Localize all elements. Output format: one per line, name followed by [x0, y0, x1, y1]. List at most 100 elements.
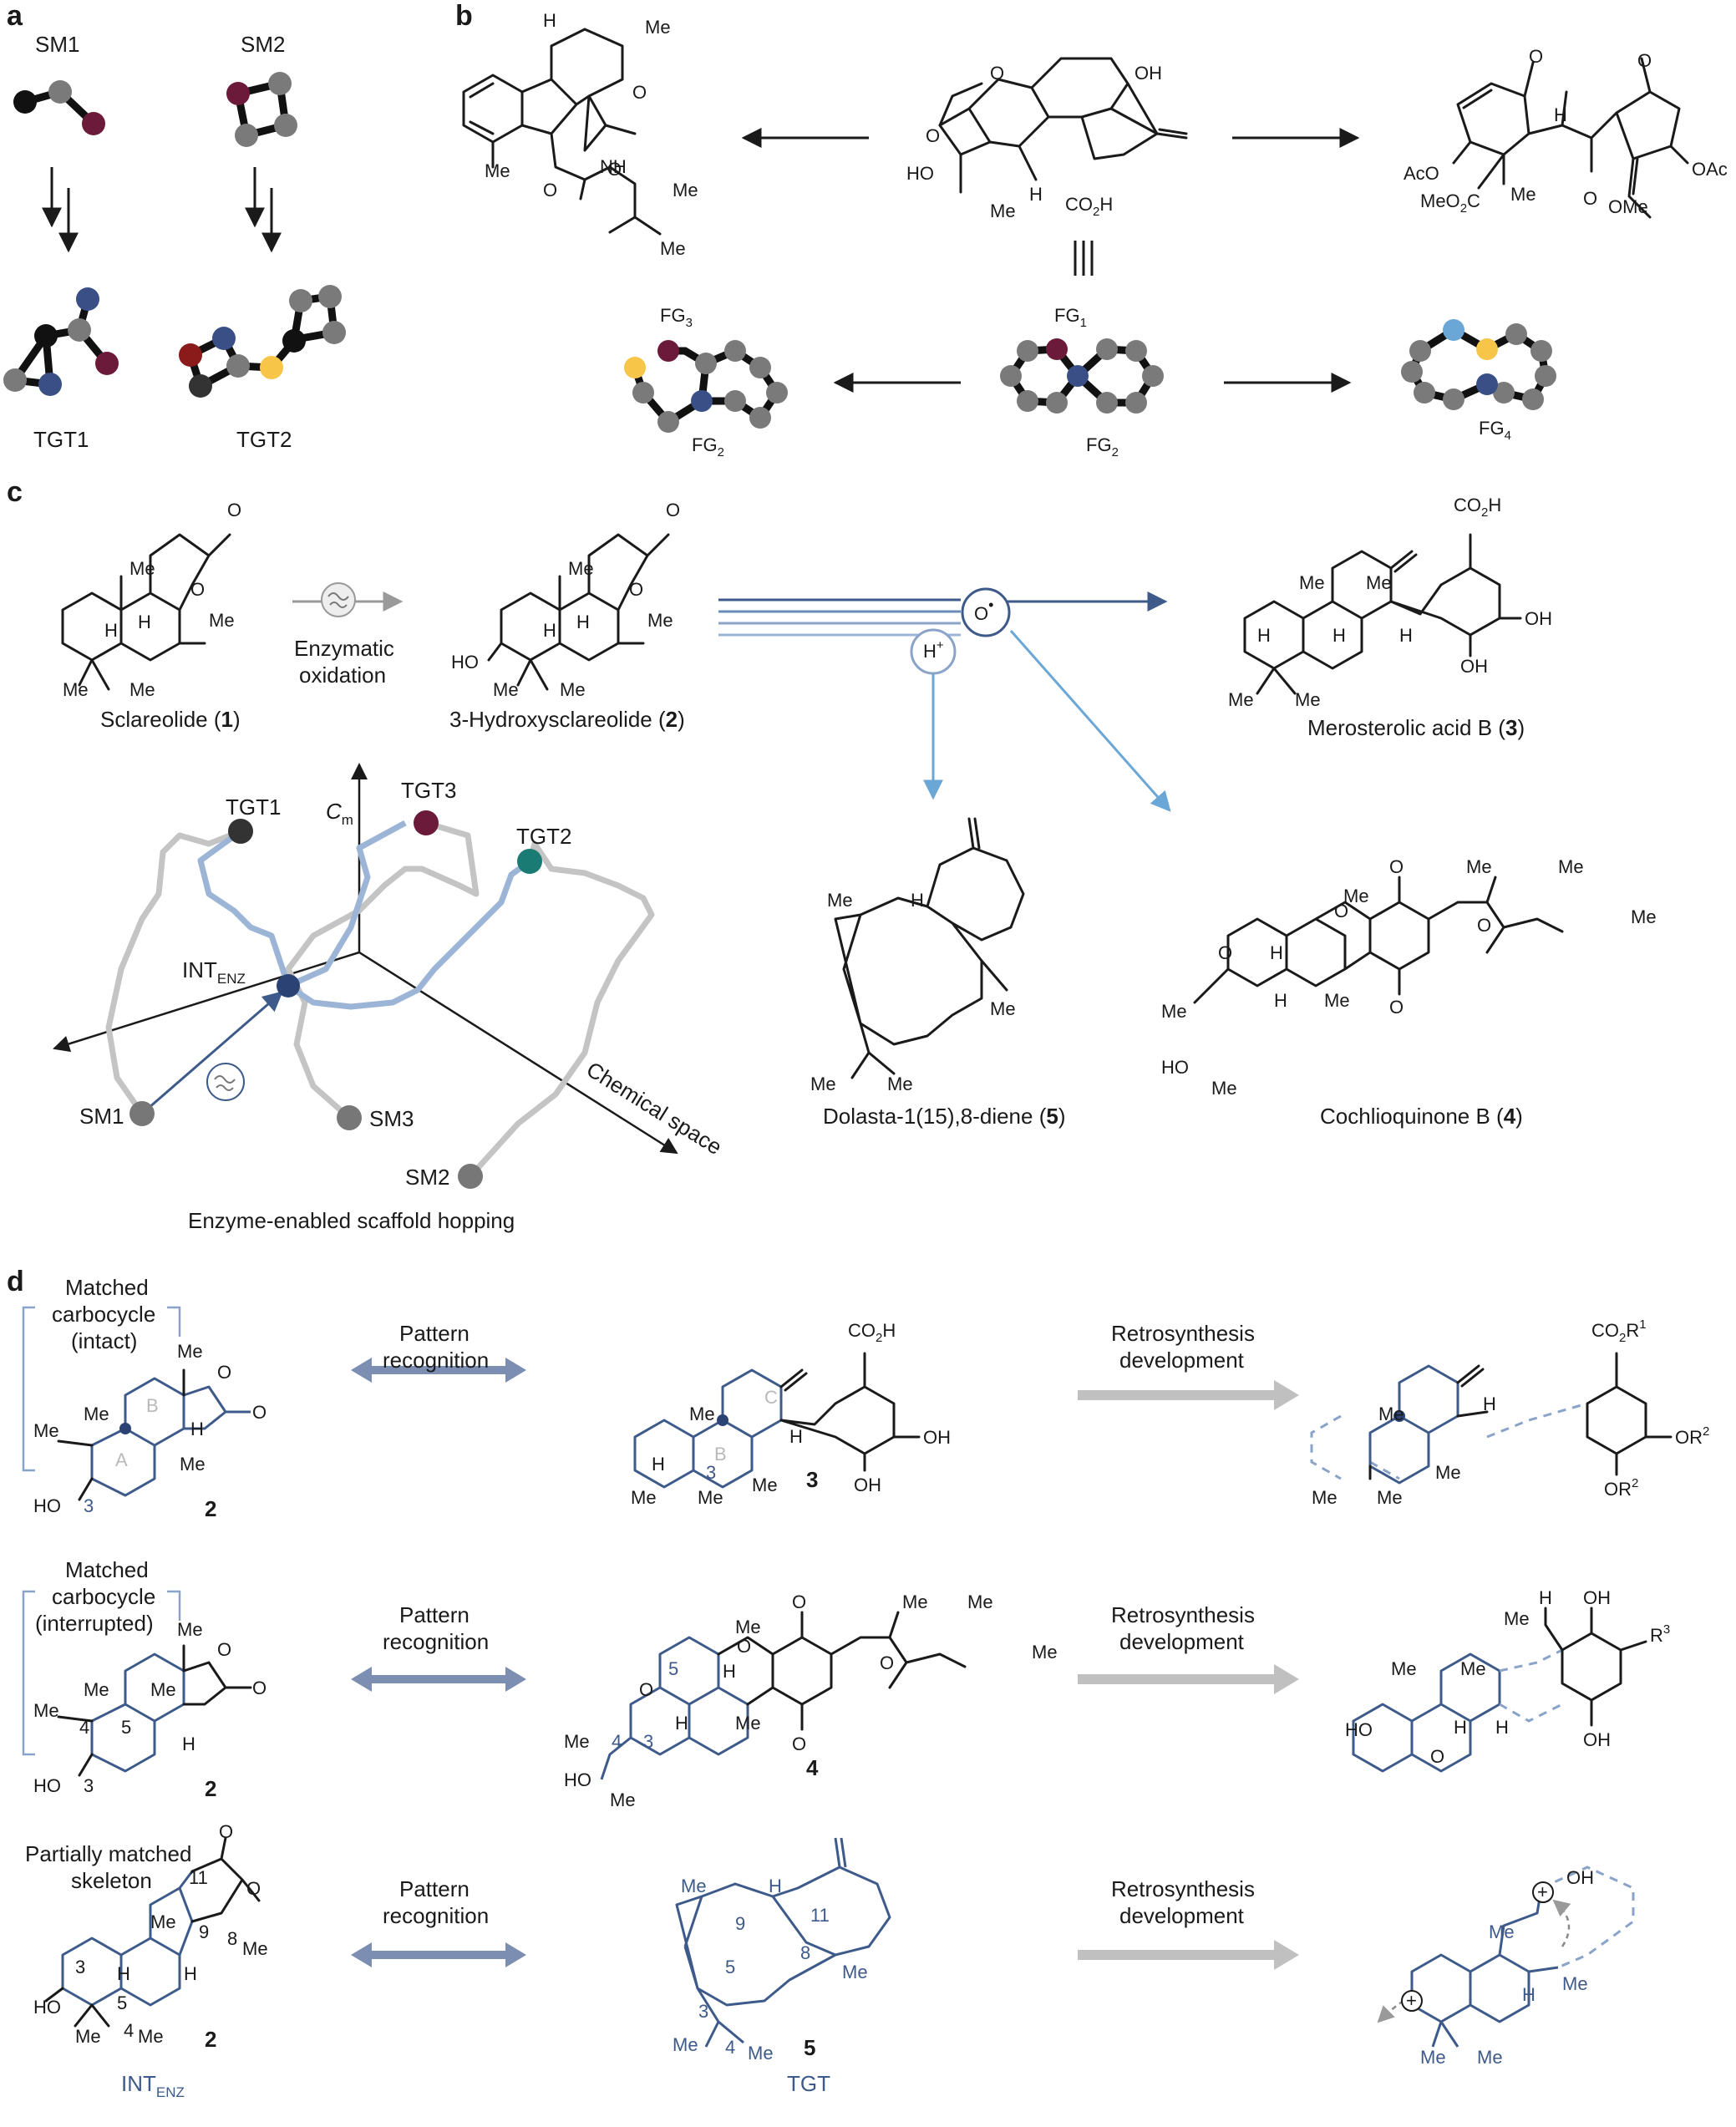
row1-cmpd-mid: 3 — [806, 1467, 818, 1492]
atom-h: H — [1483, 1393, 1496, 1414]
atom-me: Me — [138, 2026, 164, 2047]
atom-h: H — [1270, 942, 1283, 963]
merosterolic-label: Merosterolic acid B (3) — [1307, 715, 1525, 740]
atom-me: Me — [63, 679, 89, 700]
atom-me: Me — [748, 2043, 774, 2064]
atom-me: Me — [1435, 1462, 1461, 1483]
atom-me: Me — [560, 679, 586, 700]
atom-h: H — [1274, 990, 1287, 1011]
oxidation-label: oxidation — [299, 662, 386, 688]
panel-c: c O O Me Me H H Me Me Sclareolide (1) En… — [7, 476, 1657, 1233]
sm2-node-label: SM2 — [405, 1165, 449, 1190]
pattern-label: Pattern — [399, 1602, 470, 1627]
atom-h: H — [652, 1454, 665, 1475]
atom-o: O — [737, 1636, 751, 1657]
sm1-node-label: SM1 — [79, 1104, 124, 1129]
row1-note: carbocycle — [52, 1302, 155, 1327]
cochlioquinone-label: Cochlioquinone B (4) — [1320, 1104, 1523, 1129]
panel-label-a: a — [7, 0, 23, 32]
tgt2-atom — [289, 289, 312, 312]
panel-label-c: c — [7, 476, 23, 508]
atom-me: Me — [33, 1420, 59, 1441]
panel-label-b: b — [455, 0, 473, 32]
sm2-atom — [268, 72, 292, 95]
hydroxysclareolide-label: 3-Hydroxysclareolide (2) — [449, 707, 685, 732]
atom-me: Me — [177, 1619, 203, 1640]
atom-h: H — [1454, 1717, 1467, 1738]
atom-nh: NH — [600, 156, 627, 177]
sm2-atom — [274, 114, 297, 137]
atom-h: H — [723, 1661, 736, 1682]
atom-co2r: CO2R1 — [1591, 1317, 1647, 1345]
atom-h: H — [1539, 1587, 1552, 1608]
equivalence-symbol — [1074, 241, 1094, 276]
atom-o: O — [543, 180, 557, 201]
structure-merosterolic-acid: CO2H OH OH Me Me H H H Me Me — [1228, 495, 1552, 710]
atom-ho: HO — [564, 1769, 591, 1790]
atom-o: O — [1334, 901, 1348, 921]
atom-me: Me — [673, 2034, 698, 2055]
atom-me: Me — [660, 238, 686, 259]
atom-o: O — [227, 500, 241, 520]
path-sm3-tgt3 — [285, 820, 480, 1120]
atom-o: O — [629, 579, 643, 600]
atom-h: H — [911, 890, 924, 911]
tgt1-atom — [95, 352, 119, 375]
tgt2-atom — [179, 343, 202, 367]
atom-me: Me — [129, 679, 155, 700]
row2-cmpd-mid: 4 — [806, 1755, 819, 1780]
atom-me: Me — [177, 1341, 203, 1362]
atom-me: Me — [1460, 1658, 1486, 1679]
pattern-label: Pattern — [399, 1876, 470, 1901]
atom-o: O — [607, 159, 622, 180]
row3-cmpd-mid: 5 — [804, 2035, 815, 2060]
atom-me: Me — [1343, 886, 1369, 906]
atom-ho: HO — [906, 163, 934, 184]
chemical-space-label: Chemical space — [582, 1057, 727, 1160]
sm3-node-label: SM3 — [369, 1106, 414, 1131]
fg2-label-left: FG2 — [692, 434, 724, 459]
skeleton-b-center: FG1 FG2 — [1000, 305, 1164, 459]
atom-h: H — [1522, 1984, 1535, 2005]
atom-oh: OH — [854, 1475, 881, 1495]
atom-or2: OR2 — [1675, 1424, 1709, 1448]
int-enz-label: INTENZ — [121, 2071, 185, 2100]
atom-me: Me — [1378, 1404, 1404, 1424]
locant-5: 5 — [725, 1957, 735, 1977]
tgt3-node — [414, 810, 439, 835]
atom-me: Me — [564, 1731, 590, 1752]
locant-11: 11 — [810, 1905, 830, 1926]
path-sm1-tgt1 — [105, 828, 242, 1116]
path-int-tgt3 — [287, 820, 407, 989]
atom-o: O — [1218, 942, 1232, 963]
structure-sclareolide: O O Me Me H H Me Me — [61, 500, 241, 700]
retro-label: development — [1119, 1903, 1245, 1928]
ring-b-label: B — [714, 1444, 727, 1465]
atom-or2: OR2 — [1604, 1476, 1638, 1500]
atom-co2h: CO2H — [1065, 194, 1113, 219]
sm1-molecule — [13, 80, 105, 135]
row3-note: skeleton — [71, 1868, 152, 1893]
proton-bubble — [910, 628, 957, 675]
atom-h: H — [1029, 184, 1043, 205]
enzymatic-label: Enzymatic — [294, 636, 394, 661]
locant-3: 3 — [84, 1775, 94, 1796]
atom-h: H — [675, 1713, 688, 1734]
fg3-label: FG3 — [660, 305, 693, 330]
int-enz-node — [277, 974, 300, 998]
locant-5: 5 — [668, 1658, 678, 1679]
atom-h: H — [184, 1963, 197, 1984]
atom-me: Me — [827, 890, 853, 911]
atom-o: O — [632, 82, 647, 103]
atom-ho: HO — [451, 652, 479, 673]
sm2-atom — [226, 82, 250, 105]
atom-h: H — [543, 620, 556, 641]
atom-o: O — [1477, 915, 1491, 936]
atom-me: Me — [681, 1876, 707, 1896]
atom-me: Me — [1312, 1487, 1338, 1508]
scaffold-hopping-caption: Enzyme-enabled scaffold hopping — [188, 1208, 515, 1233]
atom-me: Me — [129, 558, 155, 579]
panel-d: d Matched carbocycle (intact) A B Me O O… — [7, 1266, 1709, 2100]
atom-me: Me — [967, 1591, 993, 1612]
row-2: Matched carbocycle (interrupted) Me O O … — [22, 1557, 1670, 1810]
